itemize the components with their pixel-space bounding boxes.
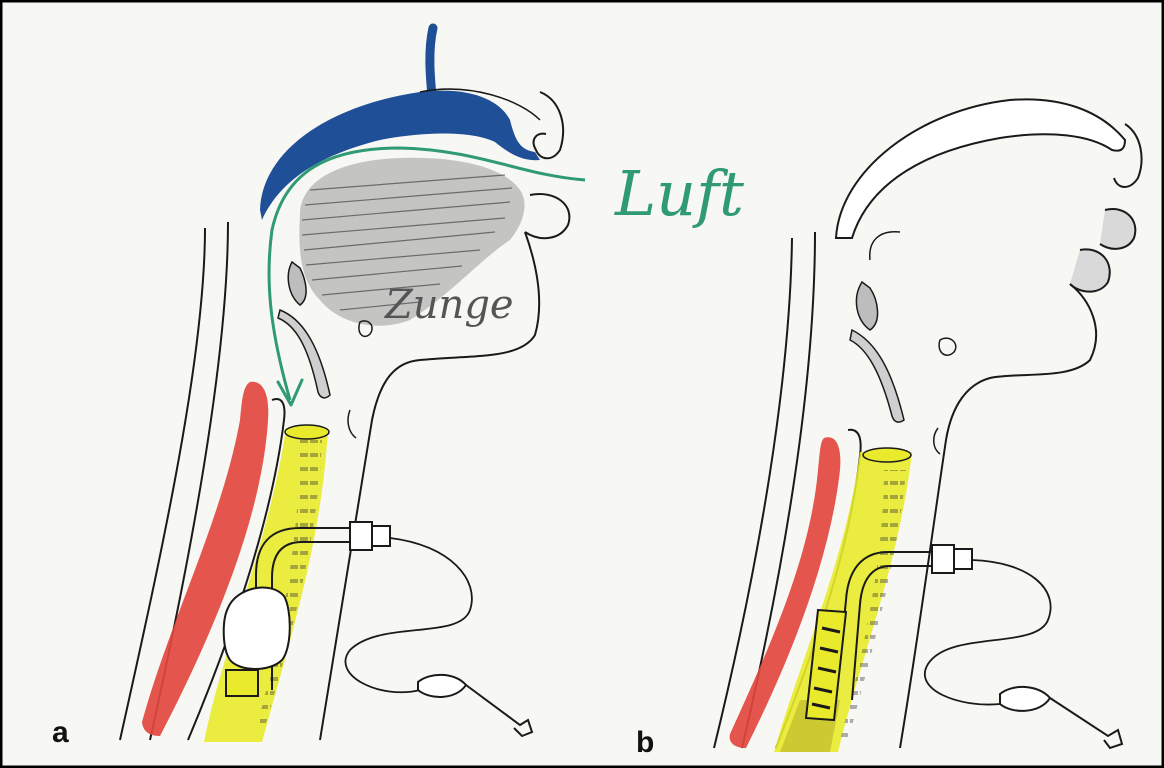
tube-cuff [224,587,290,669]
panel-b-label: b [636,726,654,759]
label-air: Luft [614,157,744,230]
tube-tip [226,670,258,696]
tube-connector [350,522,372,550]
tube-connector-end-b [954,549,972,569]
soft-palate-marker-stroke [430,28,433,96]
tube-connector-end [372,526,390,546]
trachea-opening-b [863,448,911,462]
tube-connector-b [932,545,954,573]
panel-a-label: a [52,716,69,749]
label-tongue: Zunge [383,282,514,328]
trachea-opening [285,425,329,439]
lip-upper-b [1100,209,1135,249]
